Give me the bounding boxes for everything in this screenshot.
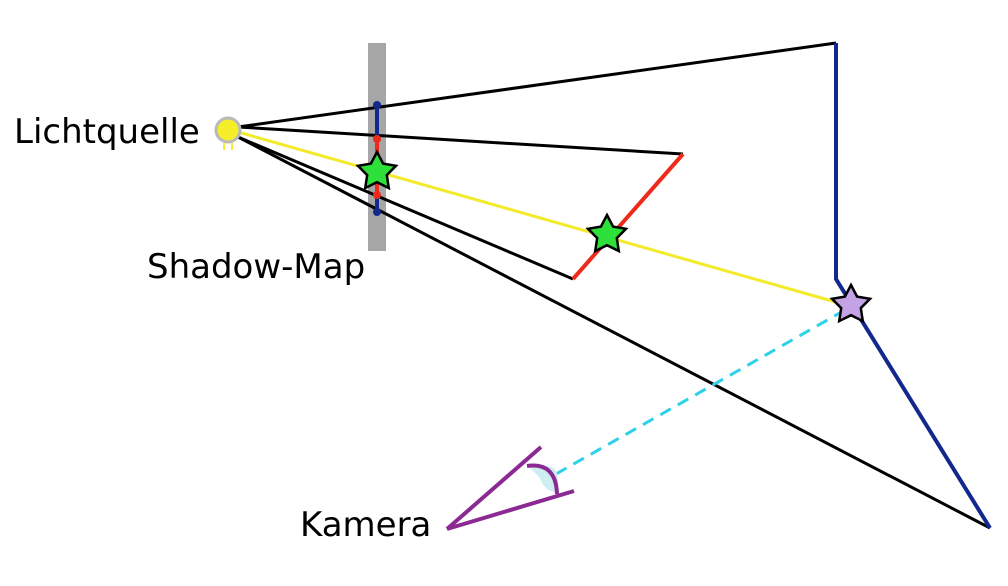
star-marker-shadow-map [355,149,399,191]
ray-to-near-top [237,125,684,156]
light-source-label: Lichtquelle [14,112,200,152]
projection-point [373,208,381,216]
shadow-map-label: Shadow-Map [147,247,365,287]
ray-to-far-top [237,41,837,129]
camera-label: Kamera [300,505,431,545]
light-ray-to-point [237,130,854,309]
ray-to-near-bottom [237,135,574,281]
view-ray [555,308,846,476]
star-marker-occluder [585,212,629,254]
sun-icon [214,116,242,150]
receiver-surface [834,43,992,530]
light-rays [237,41,991,530]
ray-to-far-bottom [237,135,991,530]
shadow-map-projection [373,101,381,216]
camera-lower-edge [446,489,575,531]
projection-point [373,135,381,143]
projection-point [373,101,381,109]
projection-point [373,191,381,199]
camera-upper-edge [445,445,543,531]
camera-lens-arc [526,463,559,495]
star-marker-receiver [829,282,873,324]
occluder-surface [571,152,685,281]
eye-icon [445,445,575,531]
